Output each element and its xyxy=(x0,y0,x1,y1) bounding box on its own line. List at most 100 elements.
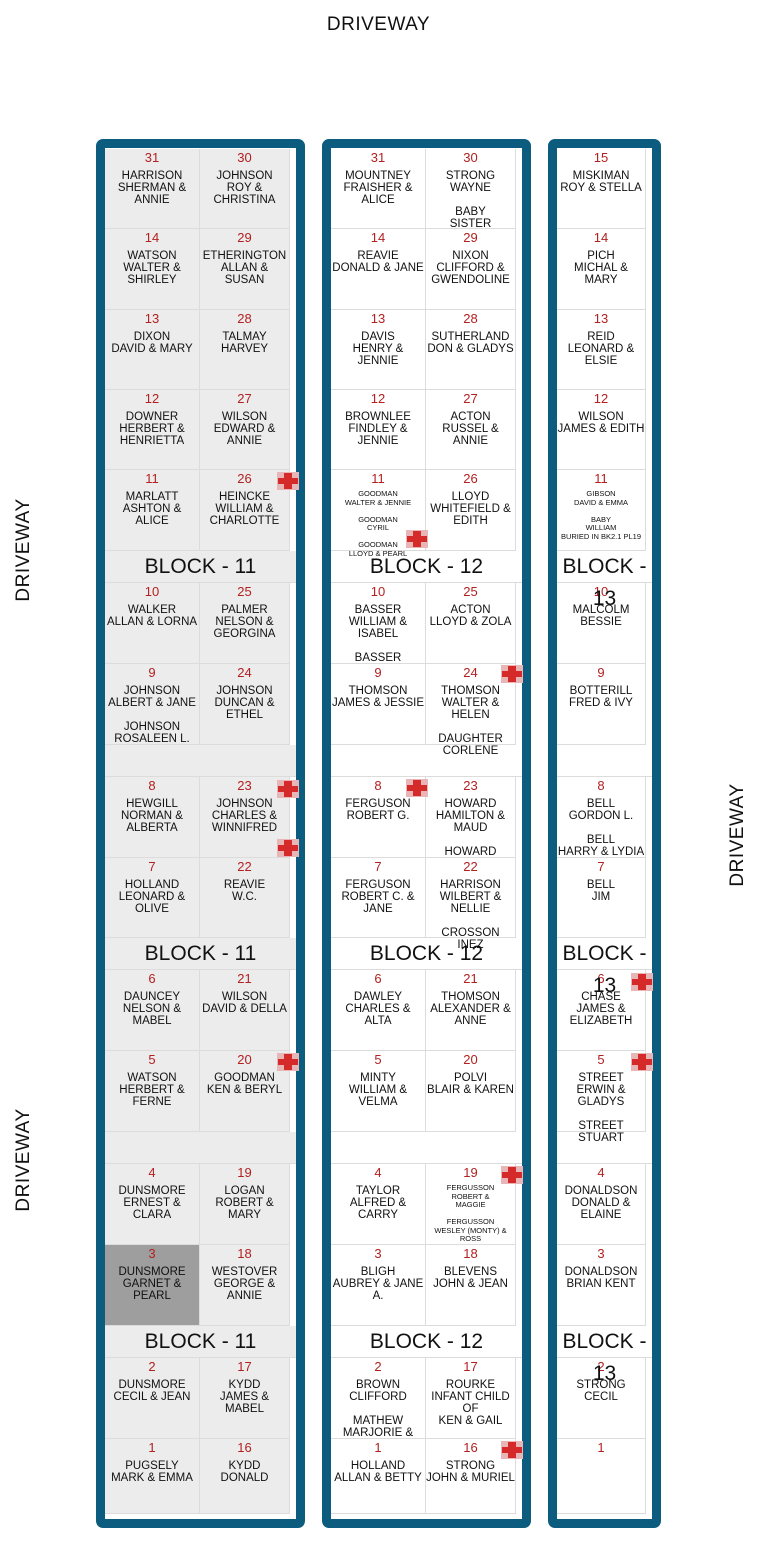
plot-occupants: MALCOLM BESSIE xyxy=(572,604,630,628)
plot-occupants: ACTON LLOYD & ZOLA xyxy=(429,604,512,628)
plot-number: 4 xyxy=(148,1165,156,1180)
block-label: BLOCK - 13 xyxy=(557,1326,652,1385)
plot-number: 26 xyxy=(237,471,252,486)
plot-occupants: THOMSON WALTER & HELEN DAUGHTER CORLENE xyxy=(438,685,503,757)
plot-occupants: LOGAN ROBERT & MARY xyxy=(215,1185,274,1221)
plot-number: 29 xyxy=(237,230,252,245)
plot-occupants: DAUNCEY NELSON & MABEL xyxy=(122,991,182,1027)
plot-number: 21 xyxy=(463,971,478,986)
plot-number: 22 xyxy=(237,859,252,874)
block-label: BLOCK - 12 xyxy=(331,1326,522,1358)
plot-occupants: KYDD JAMES & MABEL xyxy=(219,1379,270,1415)
blank-row xyxy=(557,1132,652,1164)
plot-occupants: DAWLEY CHARLES & ALTA xyxy=(345,991,411,1027)
plot-occupants: HOLLAND LEONARD & OLIVE xyxy=(118,879,186,915)
plot-number: 6 xyxy=(374,971,382,986)
plot-occupants: FERGUSSON ROBERT & MAGGIE FERGUSSON WESL… xyxy=(434,1183,507,1243)
cross-marker-icon xyxy=(501,665,523,683)
plot-occupants: PUGSELY MARK & EMMA xyxy=(111,1460,193,1484)
plot-occupants: BLIGH AUBREY & JANE A. xyxy=(332,1266,424,1302)
plot-number: 14 xyxy=(144,230,160,245)
plot-occupants: WALKER ALLAN & LORNA xyxy=(106,604,198,628)
plot-occupants: DOWNER HERBERT & HENRIETTA xyxy=(119,411,185,447)
plot-number: 7 xyxy=(374,859,382,874)
plot-number: 30 xyxy=(237,150,252,165)
plot-number: 18 xyxy=(237,1246,252,1261)
plot-occupants: MARLATT ASHTON & ALICE xyxy=(122,491,182,527)
plot-number: 9 xyxy=(597,665,605,680)
plot-occupants: BELL JIM xyxy=(586,879,616,903)
plot-occupants: WATSON WALTER & SHIRLEY xyxy=(123,250,181,286)
plot-occupants: WILSON JAMES & EDITH xyxy=(557,411,645,435)
plot-number: 18 xyxy=(463,1246,478,1261)
plot-number: 8 xyxy=(597,778,605,793)
block-label: BLOCK - 11 xyxy=(105,1326,296,1358)
plot-number: 17 xyxy=(237,1359,252,1374)
cross-marker-icon xyxy=(501,1441,523,1459)
plot-number: 10 xyxy=(144,584,160,599)
plot-occupants: WILSON DAVID & DELLA xyxy=(202,991,287,1015)
plot-occupants: BROWNLEE FINDLEY & JENNIE xyxy=(345,411,411,447)
block-frame-13 xyxy=(548,139,661,1528)
plot-occupants: GOODMAN KEN & BERYL xyxy=(206,1072,283,1096)
plot-occupants: SUTHERLAND DON & GLADYS xyxy=(427,331,514,355)
plot-number: 25 xyxy=(237,584,252,599)
plot-occupants: GIBSON DAVID & EMMA BABY WILLIAM BURIED … xyxy=(560,489,642,541)
plot-occupants: WATSON HERBERT & FERNE xyxy=(119,1072,185,1108)
plot-number: 28 xyxy=(237,311,252,326)
plot-occupants: TAYLOR ALFRED & CARRY xyxy=(349,1185,407,1221)
cross-marker-icon xyxy=(277,839,299,857)
plot-occupants: PALMER NELSON & GEORGINA xyxy=(213,604,276,640)
block-label: BLOCK - 12 xyxy=(331,938,522,970)
plot-number: 16 xyxy=(463,1440,478,1455)
plot-occupants: DUNSMORE CECIL & JEAN xyxy=(113,1379,191,1403)
plot-number: 23 xyxy=(463,778,478,793)
plot-number: 16 xyxy=(237,1440,252,1455)
driveway-top-label: DRIVEWAY xyxy=(326,14,431,35)
cross-marker-icon xyxy=(631,973,653,991)
plot-occupants: ACTON RUSSEL & ANNIE xyxy=(442,411,499,447)
plot-number: 17 xyxy=(463,1359,478,1374)
plot-number: 1 xyxy=(597,1440,605,1455)
plot-number: 13 xyxy=(370,311,386,326)
plot-occupants: FERGUSON ROBERT G. xyxy=(345,798,411,822)
block-label: BLOCK - 11 xyxy=(105,938,296,970)
plot-number: 28 xyxy=(463,311,478,326)
plot-number: 13 xyxy=(144,311,160,326)
plot-occupants: THOMSON JAMES & JESSIE xyxy=(331,685,425,709)
plot-number: 31 xyxy=(144,150,160,165)
plot-number: 27 xyxy=(463,391,478,406)
plot-number: 20 xyxy=(463,1052,478,1067)
plot-cell: 1 xyxy=(557,1439,646,1514)
plot-occupants: HARRISON SHERMAN & ANNIE xyxy=(117,170,187,206)
plot-number: 5 xyxy=(597,1052,605,1067)
plot-occupants: JOHNSON ALBERT & JANE JOHNSON ROSALEEN L… xyxy=(108,685,196,745)
plot-number: 14 xyxy=(593,230,609,245)
plot-occupants: WILSON EDWARD & ANNIE xyxy=(213,411,276,447)
blank-row xyxy=(105,1132,296,1164)
